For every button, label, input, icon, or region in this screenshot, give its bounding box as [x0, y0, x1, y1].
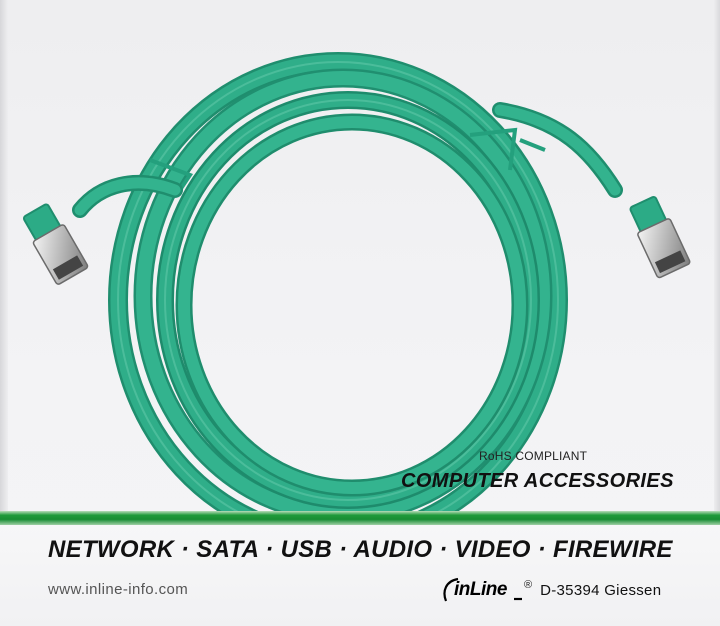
- ethernet-connector-icon: [22, 203, 89, 285]
- inline-logo-icon: inLine: [440, 577, 524, 603]
- cable-lead-left: [72, 175, 183, 218]
- brand-block: inLine ® D-35394 Giessen: [440, 576, 661, 604]
- registered-mark: ®: [524, 579, 533, 591]
- address-text: D-35394 Giessen: [540, 581, 662, 599]
- ethernet-connector-right: [629, 196, 691, 279]
- website-text: www.inline-info.com: [48, 581, 189, 598]
- product-line: NETWORK · SATA · USB · AUDIO · VIDEO · F…: [48, 536, 673, 563]
- bottom-band: [0, 525, 720, 626]
- category-title: COMPUTER ACCESSORIES: [401, 470, 674, 492]
- card-edge-right: [714, 0, 720, 626]
- rohs-label: RoHS COMPLIANT: [479, 449, 588, 463]
- green-stripe: [0, 511, 720, 525]
- card-edge-left: [0, 0, 8, 626]
- brand-name: inLine: [454, 579, 507, 600]
- cable-ties: [149, 127, 546, 192]
- cable-lead-right: [492, 102, 623, 198]
